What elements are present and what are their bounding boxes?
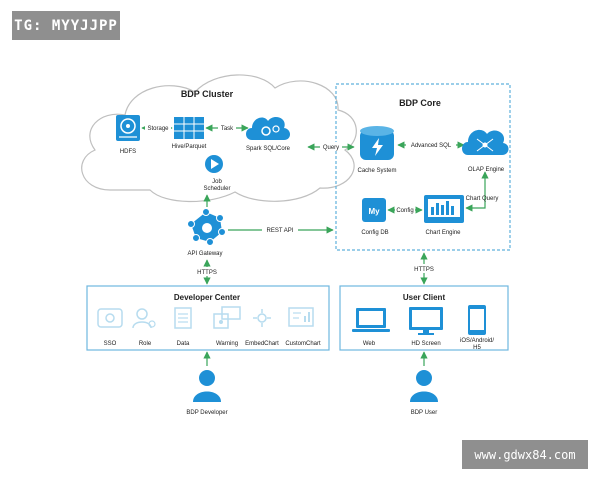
dev-item-label: Role [139, 341, 152, 347]
embed-chart-icon [253, 309, 271, 327]
chart-engine-icon [424, 195, 464, 223]
mysql-logo-text: My [368, 207, 380, 216]
chart-engine-label: Chart Engine [425, 230, 461, 236]
job-label-line1: Job [212, 179, 222, 185]
dev-item-label: CustomChart [285, 341, 321, 347]
chart-query-arrow [465, 171, 489, 212]
job-label-line2: Scheduler [203, 186, 230, 192]
cache-label: Cache System [357, 168, 396, 174]
user-client-panel [339, 285, 509, 351]
query-label: Query [323, 145, 339, 151]
client-item-label: HD Screen [411, 341, 440, 347]
dev-item-label: EmbedChart [245, 341, 279, 347]
config-db-label: Config DB [361, 230, 388, 236]
client-item-label: iOS/Android/ [460, 338, 494, 344]
developer-label: BDP Developer [186, 410, 227, 416]
client-item-label: H5 [473, 345, 481, 351]
https-right-label: HTTPS [414, 267, 434, 273]
api-gateway-icon [187, 208, 226, 246]
bdp-core-box [335, 83, 511, 251]
https-left-label: HTTPS [197, 270, 217, 276]
spark-label: Spark SQL/Core [246, 146, 291, 152]
dev-item-label: SSO [104, 341, 117, 347]
sso-icon [97, 308, 123, 328]
user-label: BDP User [411, 410, 438, 416]
watermark-bottom: www.gdwx84.com [462, 440, 588, 469]
developer-person-icon [193, 370, 221, 402]
hive-label: Hive/Parquet [172, 144, 207, 150]
mobile-icon [468, 305, 486, 335]
olap-engine-icon [462, 129, 509, 155]
role-icon [132, 308, 156, 329]
task-label: Task [221, 126, 234, 132]
watermark-top: TG: MYYJJPP [12, 11, 120, 40]
dev-item-label: Data [177, 341, 190, 347]
rest-api-label: REST API [267, 228, 294, 234]
cache-system-icon [360, 126, 394, 160]
config-label: Config [396, 208, 413, 214]
user-client-title: User Client [403, 293, 446, 302]
hive-table-icon [174, 117, 204, 139]
developer-center-panel [86, 285, 330, 351]
bdp-core-title: BDP Core [399, 98, 441, 108]
data-icon [174, 307, 192, 329]
user-person-icon [410, 370, 438, 402]
warning-icon [213, 306, 241, 329]
config-db-icon: My [362, 198, 386, 222]
advanced-sql-label: Advanced SQL [411, 143, 452, 149]
storage-label: Storage [147, 126, 169, 132]
laptop-icon [352, 308, 390, 332]
monitor-icon [409, 307, 443, 335]
hdfs-label: HDFS [120, 149, 136, 155]
client-item-label: Web [363, 341, 376, 347]
developer-center-title: Developer Center [174, 293, 240, 302]
olap-label: OLAP Engine [468, 167, 505, 173]
hdfs-icon [116, 115, 140, 141]
custom-chart-icon [288, 307, 314, 327]
bdp-cluster-cloud [81, 74, 357, 203]
api-gateway-label: API Gateway [187, 251, 222, 257]
spark-gear-cloud-icon [246, 117, 290, 140]
bdp-cluster-title: BDP Cluster [181, 89, 234, 99]
dev-item-label: Warning [216, 341, 238, 347]
chart-query-label: Chart Query [466, 196, 499, 202]
job-scheduler-icon [205, 155, 223, 173]
